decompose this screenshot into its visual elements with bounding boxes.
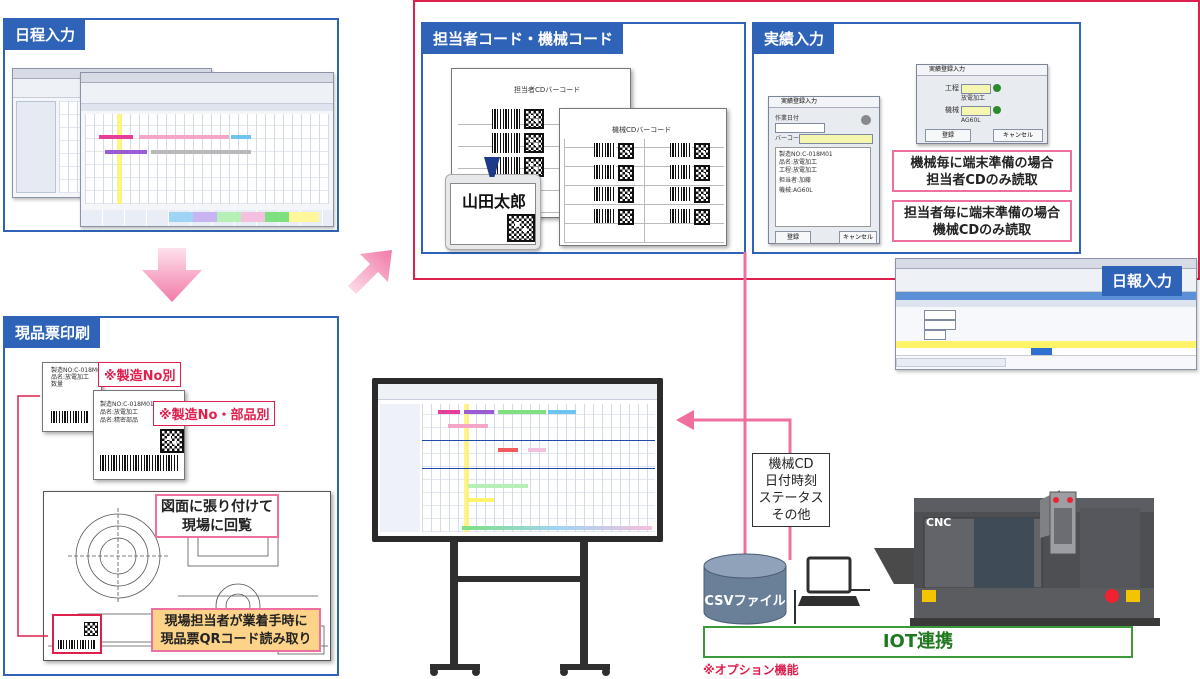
schedule-panel: 日程入力: [3, 18, 339, 232]
staff-name: 山田太郎: [461, 192, 526, 211]
actual-dialog-process-value: 放電加工: [961, 95, 986, 102]
actual-dialog-right-register-button[interactable]: 登録: [925, 129, 971, 142]
option-note: ※オプション機能: [703, 663, 799, 677]
actual-dialog-right: 実績登録入力 工程 放電加工 機械 AG60L 登録 キャンセル: [916, 64, 1048, 144]
attached-ticket: [52, 614, 102, 654]
ticket-print-panel: 現品票印刷 製造NO:C-018M01 品名:放電加工 数量 製造NO:C-01…: [3, 316, 339, 676]
actual-dialog-work-date: 作業日付: [775, 115, 800, 122]
monitor-stand: [430, 540, 610, 676]
input-group-frame: [413, 0, 1200, 280]
per-worker-note-line1: 担当者毎に端末準備の場合: [903, 206, 1060, 221]
actual-dialog-machine-value: AG60L: [961, 117, 981, 124]
qr-read-note: 現場担当者が業着手時に 現品票QRコード読み取り: [151, 608, 321, 652]
actual-dialog-process-label: 工程: [945, 84, 959, 92]
actual-dialog-right-title: 実績登録入力: [917, 65, 1047, 76]
ticket-back: 製造NO:C-018M01 品名:放電加工 数量: [42, 362, 105, 432]
actual-dialog-left-register-button[interactable]: 登録: [775, 231, 811, 244]
iot-data-line3: ステータス: [758, 491, 824, 506]
per-worker-note-line2: 機械CDのみ読取: [932, 223, 1032, 238]
per-machine-note-line1: 機械毎に端末準備の場合: [910, 156, 1054, 171]
ticket-print-panel-title: 現品票印刷: [5, 318, 101, 348]
actual-dialog-barcode-field[interactable]: [799, 134, 873, 144]
per-machine-note-line2: 担当者CDのみ読取: [926, 173, 1038, 188]
attach-note-line2: 現場に回覧: [182, 518, 252, 534]
flow-arrow-down-icon: [142, 248, 202, 302]
actual-dialog-left-cancel-button[interactable]: キャンセル: [839, 231, 877, 244]
actual-dialog-right-cancel-button[interactable]: キャンセル: [993, 129, 1043, 142]
staff-barcode-title: 担当者CDバーコード: [514, 86, 581, 94]
actual-dialog-process-search-icon[interactable]: [993, 84, 1001, 92]
machine-barcode-title: 機械CDバーコード: [612, 126, 672, 134]
staff-badge: 山田太郎: [445, 157, 541, 250]
daily-report-title: 日報入力: [1102, 266, 1183, 296]
cnc-label: CNC: [926, 516, 952, 529]
label-by-mfg-no: ※製造No別: [98, 362, 182, 387]
actual-input-panel-title: 実績入力: [754, 24, 835, 54]
label-by-mfg-no-part: ※製造No・部品別: [153, 401, 276, 426]
actual-dialog-machine-label: 機械: [945, 106, 959, 114]
iot-link-label: IOT連携: [882, 631, 954, 652]
iot-data-line4: その他: [771, 508, 811, 523]
iot-data-line2: 日付時刻: [764, 474, 817, 489]
codes-panel: 担当者コード・機械コード 担当者CDバーコード 機械CDバーコード: [421, 22, 746, 254]
iot-link-bar: IOT連携: [703, 626, 1133, 658]
schedule-window-front: [80, 72, 334, 227]
actual-dialog-date-field[interactable]: [775, 123, 825, 133]
cnc-machine: CNC: [874, 478, 1198, 628]
ticket-front: 製造NO:C-018M01 品名:放電加工 品名:精密部品: [93, 390, 185, 480]
actual-dialog-barcode-label: バーコード: [775, 135, 806, 142]
laptop-icon: [798, 556, 860, 606]
actual-dialog-process-field[interactable]: [961, 84, 991, 94]
qr-read-note-line2: 現品票QRコード読み取り: [160, 632, 312, 647]
actual-dialog-left: 実績登録入力 作業日付 バーコード 製造NO:C-018M01 品名:放電加工 …: [768, 96, 880, 244]
actual-dialog-machine-field[interactable]: [961, 106, 991, 116]
attach-note: 図面に張り付けて 現場に回覧: [155, 494, 279, 538]
csv-file-label: CSVファイル: [704, 594, 786, 609]
actual-dialog-machine-search-icon[interactable]: [993, 106, 1001, 114]
actual-dialog-left-title: 実績登録入力: [769, 97, 879, 108]
display-monitor: [372, 378, 663, 542]
attach-note-line1: 図面に張り付けて: [161, 499, 273, 515]
per-worker-note: 担当者毎に端末準備の場合 機械CDのみ読取: [892, 200, 1072, 242]
machine-barcode-sheet: 機械CDバーコード: [559, 108, 727, 246]
flow-arrow-upright-icon: [348, 250, 392, 294]
schedule-panel-title: 日程入力: [5, 20, 86, 50]
csv-database-icon: [703, 553, 787, 625]
actual-input-panel: 実績入力 実績登録入力 作業日付 バーコード 製造NO:C-018M01 品名:…: [752, 22, 1081, 254]
qr-read-note-line1: 現場担当者が業着手時に: [164, 614, 308, 629]
iot-data-label: 機械CD 日付時刻 ステータス その他: [752, 453, 830, 527]
codes-panel-title: 担当者コード・機械コード: [423, 24, 624, 54]
per-machine-note: 機械毎に端末準備の場合 担当者CDのみ読取: [892, 150, 1072, 192]
iot-data-line1: 機械CD: [768, 457, 814, 472]
actual-dialog-gear-icon[interactable]: [861, 115, 871, 125]
